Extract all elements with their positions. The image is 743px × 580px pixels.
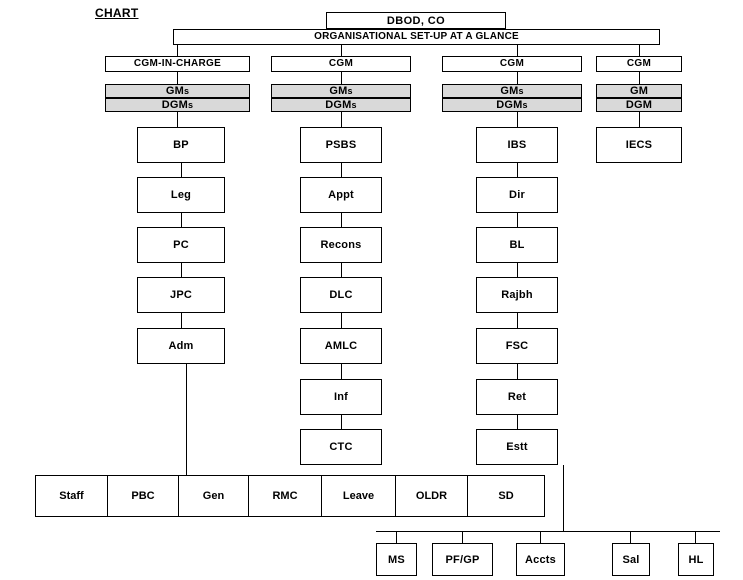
- connector-bar-to-accts: [540, 531, 541, 543]
- col3-rank-gm-label: GM: [500, 85, 519, 97]
- col4-rank-dgm-label: DGM: [625, 99, 653, 111]
- connector-col3-dgm-to-units: [517, 112, 518, 127]
- col3-rank-dgm-label: DGM: [496, 99, 523, 111]
- col2-unit-amlc: AMLC: [300, 328, 382, 364]
- admin-cell-staff: Staff: [36, 476, 108, 516]
- connector-col1-u2-u3: [181, 263, 182, 277]
- connector-col4-dgm-to-units: [639, 112, 640, 127]
- col1-head-cgm-in-charge: CGM-IN-CHARGE: [105, 56, 250, 72]
- connector-col1-head-to-gm: [177, 72, 178, 84]
- estt-cell-ms: MS: [376, 543, 417, 576]
- col2-rank-dgm-label: DGM: [325, 99, 352, 111]
- connector-col1-u1-u2: [181, 213, 182, 227]
- connector-col3-u3-u4: [517, 313, 518, 328]
- col1-unit-pc: PC: [137, 227, 225, 263]
- col1-unit-bp: BP: [137, 127, 225, 163]
- col4-rank-gm: GM: [596, 84, 682, 98]
- connector-banner-to-col3: [517, 45, 518, 56]
- connector-col2-u4-u5: [341, 364, 342, 379]
- col1-rank-dgm-suffix: s: [188, 100, 194, 110]
- col2-rank-gm-suffix: s: [347, 86, 353, 96]
- connector-col2-u3-u4: [341, 313, 342, 328]
- connector-col3-u2-u3: [517, 263, 518, 277]
- col1-unit-leg: Leg: [137, 177, 225, 213]
- col3-unit-rajbh: Rajbh: [476, 277, 558, 313]
- admin-cell-oldr: OLDR: [396, 476, 468, 516]
- col1-rank-gm-suffix: s: [183, 86, 190, 96]
- connector-banner-to-col1: [177, 45, 178, 56]
- col3-head-cgm: CGM: [442, 56, 582, 72]
- connector-banner-to-col4: [639, 45, 640, 56]
- connector-col2-u0-u1: [341, 163, 342, 177]
- col4-unit-iecs: IECS: [596, 127, 682, 163]
- col4-rank-dgm: DGM: [596, 98, 682, 112]
- connector-col2-u1-u2: [341, 213, 342, 227]
- col2-rank-dgm-suffix: s: [351, 100, 357, 110]
- root-banner: ORGANISATIONAL SET-UP AT A GLANCE: [173, 29, 660, 45]
- col2-rank-gm-label: GM: [329, 85, 348, 97]
- col1-unit-jpc: JPC: [137, 277, 225, 313]
- col4-head-cgm: CGM: [596, 56, 682, 72]
- col2-unit-appt: Appt: [300, 177, 382, 213]
- connector-col4-head-to-gm: [639, 72, 640, 84]
- col3-unit-bl: BL: [476, 227, 558, 263]
- col3-unit-dir: Dir: [476, 177, 558, 213]
- connector-bar-to-ms: [396, 531, 397, 543]
- connector-col3-u0-u1: [517, 163, 518, 177]
- estt-cell-accts: Accts: [516, 543, 565, 576]
- estt-cell-sal: Sal: [612, 543, 650, 576]
- col2-head-cgm: CGM: [271, 56, 411, 72]
- connector-bar-to-pfgp: [462, 531, 463, 543]
- connector-col2-u2-u3: [341, 263, 342, 277]
- col3-rank-dgm-suffix: s: [522, 100, 528, 110]
- admin-row-table: Staff PBC Gen RMC Leave OLDR SD: [35, 475, 545, 517]
- admin-cell-sd: SD: [498, 490, 514, 502]
- estt-cell-hl: HL: [678, 543, 714, 576]
- admin-cell-leave: Leave: [322, 476, 396, 516]
- connector-estt-to-estt-row: [563, 465, 564, 531]
- connector-col1-dgm-to-units: [177, 112, 178, 127]
- connector-adm-to-admin-row: [186, 364, 187, 475]
- col3-unit-fsc: FSC: [476, 328, 558, 364]
- admin-cell-rmc: RMC: [249, 476, 322, 516]
- estt-row-connector-bar: [376, 531, 720, 532]
- connector-col1-u3-u4: [181, 313, 182, 328]
- connector-col2-dgm-to-units: [341, 112, 342, 127]
- col1-unit-adm: Adm: [137, 328, 225, 364]
- connector-col3-u1-u2: [517, 213, 518, 227]
- col4-rank-gm-label: GM: [629, 85, 649, 97]
- col3-unit-ret: Ret: [476, 379, 558, 415]
- col2-unit-dlc: DLC: [300, 277, 382, 313]
- col3-unit-ibs: IBS: [476, 127, 558, 163]
- col3-rank-gm-suffix: s: [518, 86, 524, 96]
- col3-unit-estt: Estt: [476, 429, 558, 465]
- connector-bar-to-sal: [630, 531, 631, 543]
- page-title: CHART: [95, 6, 139, 20]
- connector-col3-u4-u5: [517, 364, 518, 379]
- admin-cell-gen: Gen: [179, 476, 249, 516]
- col1-rank-gm-label: GM: [165, 85, 184, 97]
- connector-col2-head-to-gm: [341, 72, 342, 84]
- col1-rank-dgm-label: DGM: [161, 99, 189, 111]
- root-node-dbod-co: DBOD, CO: [326, 12, 506, 29]
- connector-col2-u5-u6: [341, 415, 342, 429]
- connector-col1-u0-u1: [181, 163, 182, 177]
- col2-unit-ctc: CTC: [300, 429, 382, 465]
- col2-unit-psbs: PSBS: [300, 127, 382, 163]
- col2-unit-inf: Inf: [300, 379, 382, 415]
- connector-col3-u5-u6: [517, 415, 518, 429]
- estt-cell-pfgp: PF/GP: [432, 543, 493, 576]
- connector-bar-to-hl: [695, 531, 696, 543]
- connector-banner-to-col2: [341, 45, 342, 56]
- admin-cell-pbc: PBC: [108, 476, 179, 516]
- connector-col3-head-to-gm: [517, 72, 518, 84]
- col2-unit-recons: Recons: [300, 227, 382, 263]
